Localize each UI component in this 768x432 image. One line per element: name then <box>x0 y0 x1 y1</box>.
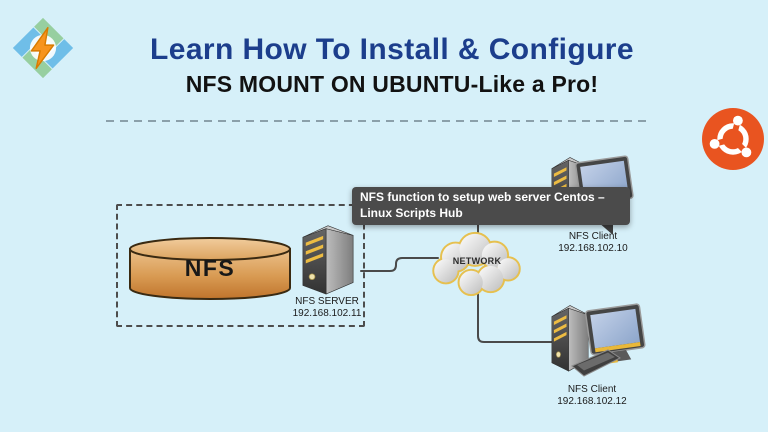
page-title: Learn How To Install & Configure <box>150 33 634 66</box>
network-label: NETWORK <box>452 256 502 266</box>
callout-line-1: NFS function to setup web server Centos … <box>360 190 605 204</box>
connector-server-to-network <box>360 257 439 272</box>
client2-label: NFS Client 192.168.102.12 <box>542 384 642 407</box>
callout-tooltip: NFS function to setup web server Centos … <box>352 187 630 225</box>
ubuntu-logo-icon <box>702 108 764 170</box>
nfs-storage-label: NFS <box>184 255 236 281</box>
litespeed-logo-icon <box>12 17 74 79</box>
callout-pointer <box>598 222 613 235</box>
dashed-divider <box>106 120 648 122</box>
nfs-server-ip: 192.168.102.11 <box>292 307 362 319</box>
client1-name: NFS Client <box>568 231 618 242</box>
client2-name: NFS Client <box>567 384 617 395</box>
connector-network-to-client2 <box>477 289 554 343</box>
nfs-server-boundary-box <box>116 204 365 327</box>
nfs-server-label: NFS SERVER 192.168.102.11 <box>272 296 382 319</box>
header-block: Learn How To Install & Configure NFS MOU… <box>85 33 699 97</box>
callout-line-2: Linux Scripts Hub <box>360 206 463 220</box>
client2-keyboard-icon <box>571 349 621 377</box>
client2-ip: 192.168.102.12 <box>557 395 627 407</box>
client1-label: NFS Client 192.168.102.10 <box>543 231 643 254</box>
nfs-storage-cylinder-icon <box>129 237 291 300</box>
page-subtitle: NFS MOUNT ON UBUNTU-Like a Pro! <box>185 71 599 97</box>
client1-ip: 192.168.102.10 <box>558 242 628 254</box>
nfs-server-tower-icon <box>302 225 354 295</box>
nfs-server-name: NFS SERVER <box>295 296 359 307</box>
